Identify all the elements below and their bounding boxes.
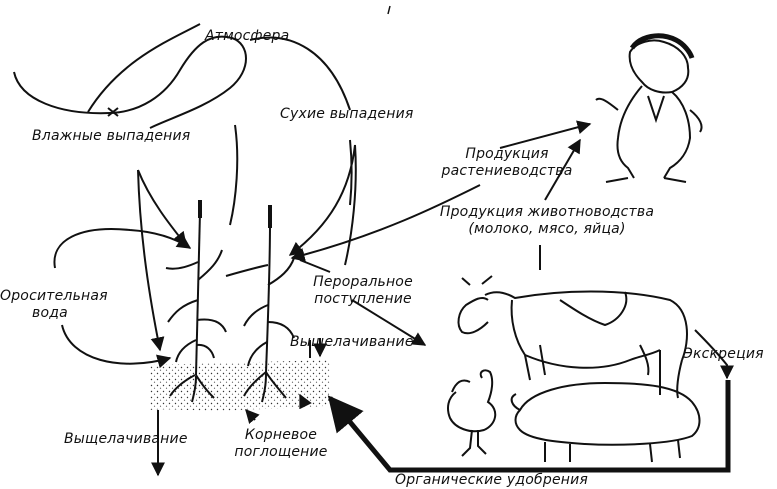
label-root-uptake-line1: Корневое — [226, 427, 336, 444]
label-animal-products-line2: (молоко, мясо, яйца) — [432, 221, 662, 238]
label-wet-deposition: Влажные выпадения — [32, 128, 190, 145]
chicken-figure — [448, 370, 495, 456]
label-animal-products: Продукция животноводства (молоко, мясо, … — [432, 204, 662, 238]
label-oral-intake-line2: поступление — [308, 291, 418, 308]
label-irrigation-line1: Оросительная — [0, 288, 100, 305]
label-atmosphere: Атмосфера — [205, 28, 289, 45]
stray-mark — [388, 6, 390, 14]
label-oral-intake-line1: Пероральное — [308, 274, 418, 291]
label-root-uptake-line2: поглощение — [226, 444, 336, 461]
label-irrigation-line2: вода — [0, 305, 100, 322]
label-animal-products-line1: Продукция животноводства — [432, 204, 662, 221]
label-crop-products-line2: растениеводства — [432, 163, 582, 180]
label-leaching-upper: Выщелачивание — [290, 334, 414, 351]
label-oral-intake: Пероральное поступление — [308, 274, 418, 308]
label-root-uptake: Корневое поглощение — [226, 427, 336, 461]
label-leaching-lower: Выщелачивание — [64, 431, 188, 448]
label-excretion: Экскреция — [683, 346, 764, 363]
pig-figure — [512, 383, 700, 462]
human-figure — [596, 36, 702, 182]
label-irrigation: Оросительная вода — [0, 288, 100, 322]
label-dry-deposition: Сухие выпадения — [280, 106, 414, 123]
label-crop-products-line1: Продукция — [432, 146, 582, 163]
label-organic-fertilizers: Органические удобрения — [395, 472, 588, 489]
label-crop-products: Продукция растениеводства — [432, 146, 582, 180]
